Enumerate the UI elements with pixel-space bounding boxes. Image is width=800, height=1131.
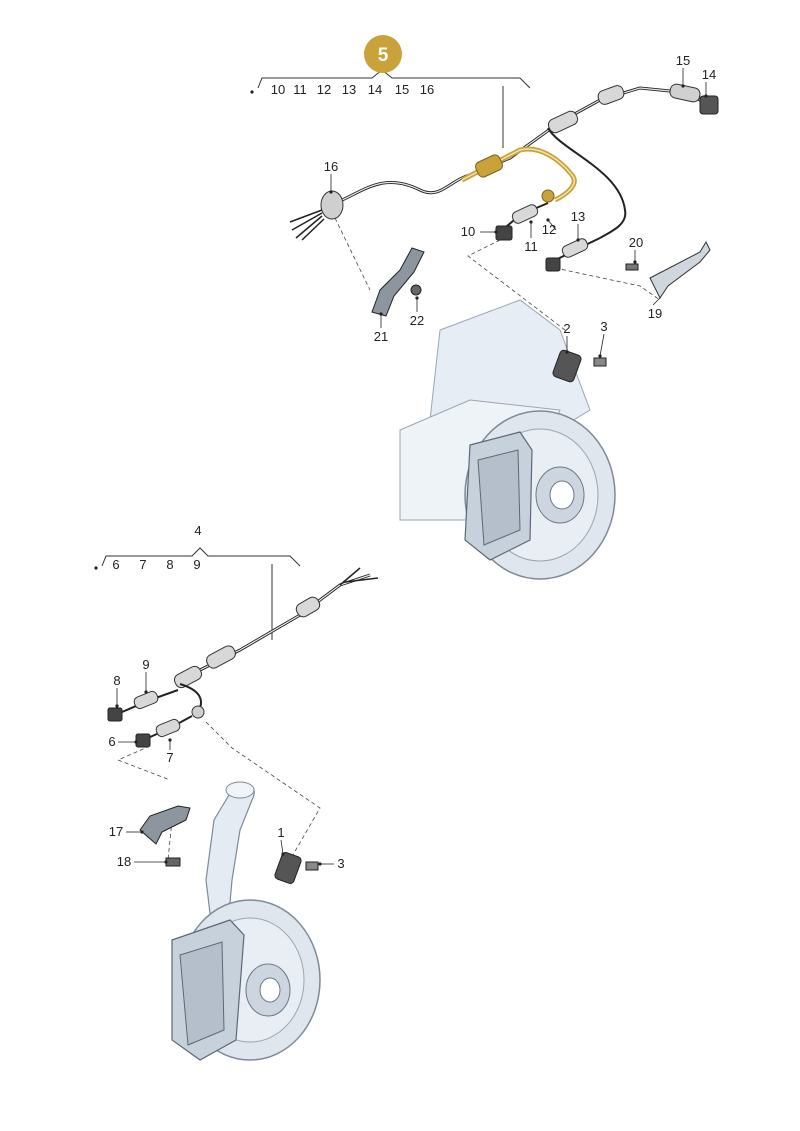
group-item-13[interactable]: 13	[342, 82, 356, 97]
callout-16[interactable]: 16	[324, 159, 338, 174]
front-item-8[interactable]: 8	[166, 557, 173, 572]
fastener-22	[410, 284, 422, 296]
callout-9[interactable]: 9	[142, 657, 149, 672]
callout-7[interactable]: 7	[166, 750, 173, 765]
bracket-19[interactable]	[625, 240, 711, 299]
callout-2[interactable]: 2	[563, 321, 570, 336]
rear-group-header: 5 10 11 12 13 14 15 16	[250, 35, 531, 148]
bolt-20	[625, 263, 639, 271]
callout-20[interactable]: 20	[629, 235, 643, 250]
callout-3-front[interactable]: 3	[337, 856, 344, 871]
bolt-3-front	[305, 861, 319, 871]
rear-wiring-harness[interactable]	[289, 83, 719, 272]
group-item-16[interactable]: 16	[420, 82, 434, 97]
rear-assembly-lines	[334, 217, 661, 331]
sensor-2	[552, 349, 582, 383]
bracket-21[interactable]	[371, 247, 425, 317]
callout-19[interactable]: 19	[648, 306, 662, 321]
leader-dots	[115, 84, 708, 866]
bolt-3-rear	[593, 357, 607, 367]
callout-17[interactable]: 17	[109, 824, 123, 839]
callout-1[interactable]: 1	[277, 825, 284, 840]
callout-15[interactable]: 15	[676, 53, 690, 68]
callout-14[interactable]: 14	[702, 67, 716, 82]
callout-13[interactable]: 13	[571, 209, 585, 224]
callout-8[interactable]: 8	[113, 673, 120, 688]
callout-labels: 15 14 16 10 11 12 13 20 19 21 22 2 3 8 9…	[108, 53, 716, 871]
group-item-10[interactable]: 10	[271, 82, 285, 97]
callout-6[interactable]: 6	[108, 734, 115, 749]
bolt-18	[165, 857, 181, 867]
callout-22[interactable]: 22	[410, 313, 424, 328]
front-group-header: 4 6 7 8 9	[94, 523, 301, 640]
front-assembly-lines	[116, 721, 321, 861]
bracket-17[interactable]	[139, 805, 191, 867]
front-wiring-harness[interactable]	[107, 567, 379, 748]
badge-number: 5	[378, 45, 389, 66]
rear-brake-assembly	[399, 299, 616, 580]
group-item-14[interactable]: 14	[368, 82, 382, 97]
callout-12[interactable]: 12	[542, 222, 556, 237]
front-item-6[interactable]: 6	[112, 557, 119, 572]
callout-21[interactable]: 21	[374, 329, 388, 344]
group-item-12[interactable]: 12	[317, 82, 331, 97]
leader-lines	[116, 68, 707, 865]
callout-3-rear[interactable]: 3	[600, 319, 607, 334]
front-item-7[interactable]: 7	[139, 557, 146, 572]
front-item-9[interactable]: 9	[193, 557, 200, 572]
callout-10[interactable]: 10	[461, 224, 475, 239]
group-item-11[interactable]: 11	[293, 82, 307, 97]
front-brake-assembly	[171, 781, 321, 1061]
group-item-15[interactable]: 15	[395, 82, 409, 97]
callout-11[interactable]: 11	[524, 239, 538, 254]
highlight-badge[interactable]	[364, 35, 402, 73]
group-title-4[interactable]: 4	[194, 523, 201, 538]
sensor-1	[274, 852, 302, 884]
connector-14	[699, 95, 719, 115]
callout-18[interactable]: 18	[117, 854, 131, 869]
